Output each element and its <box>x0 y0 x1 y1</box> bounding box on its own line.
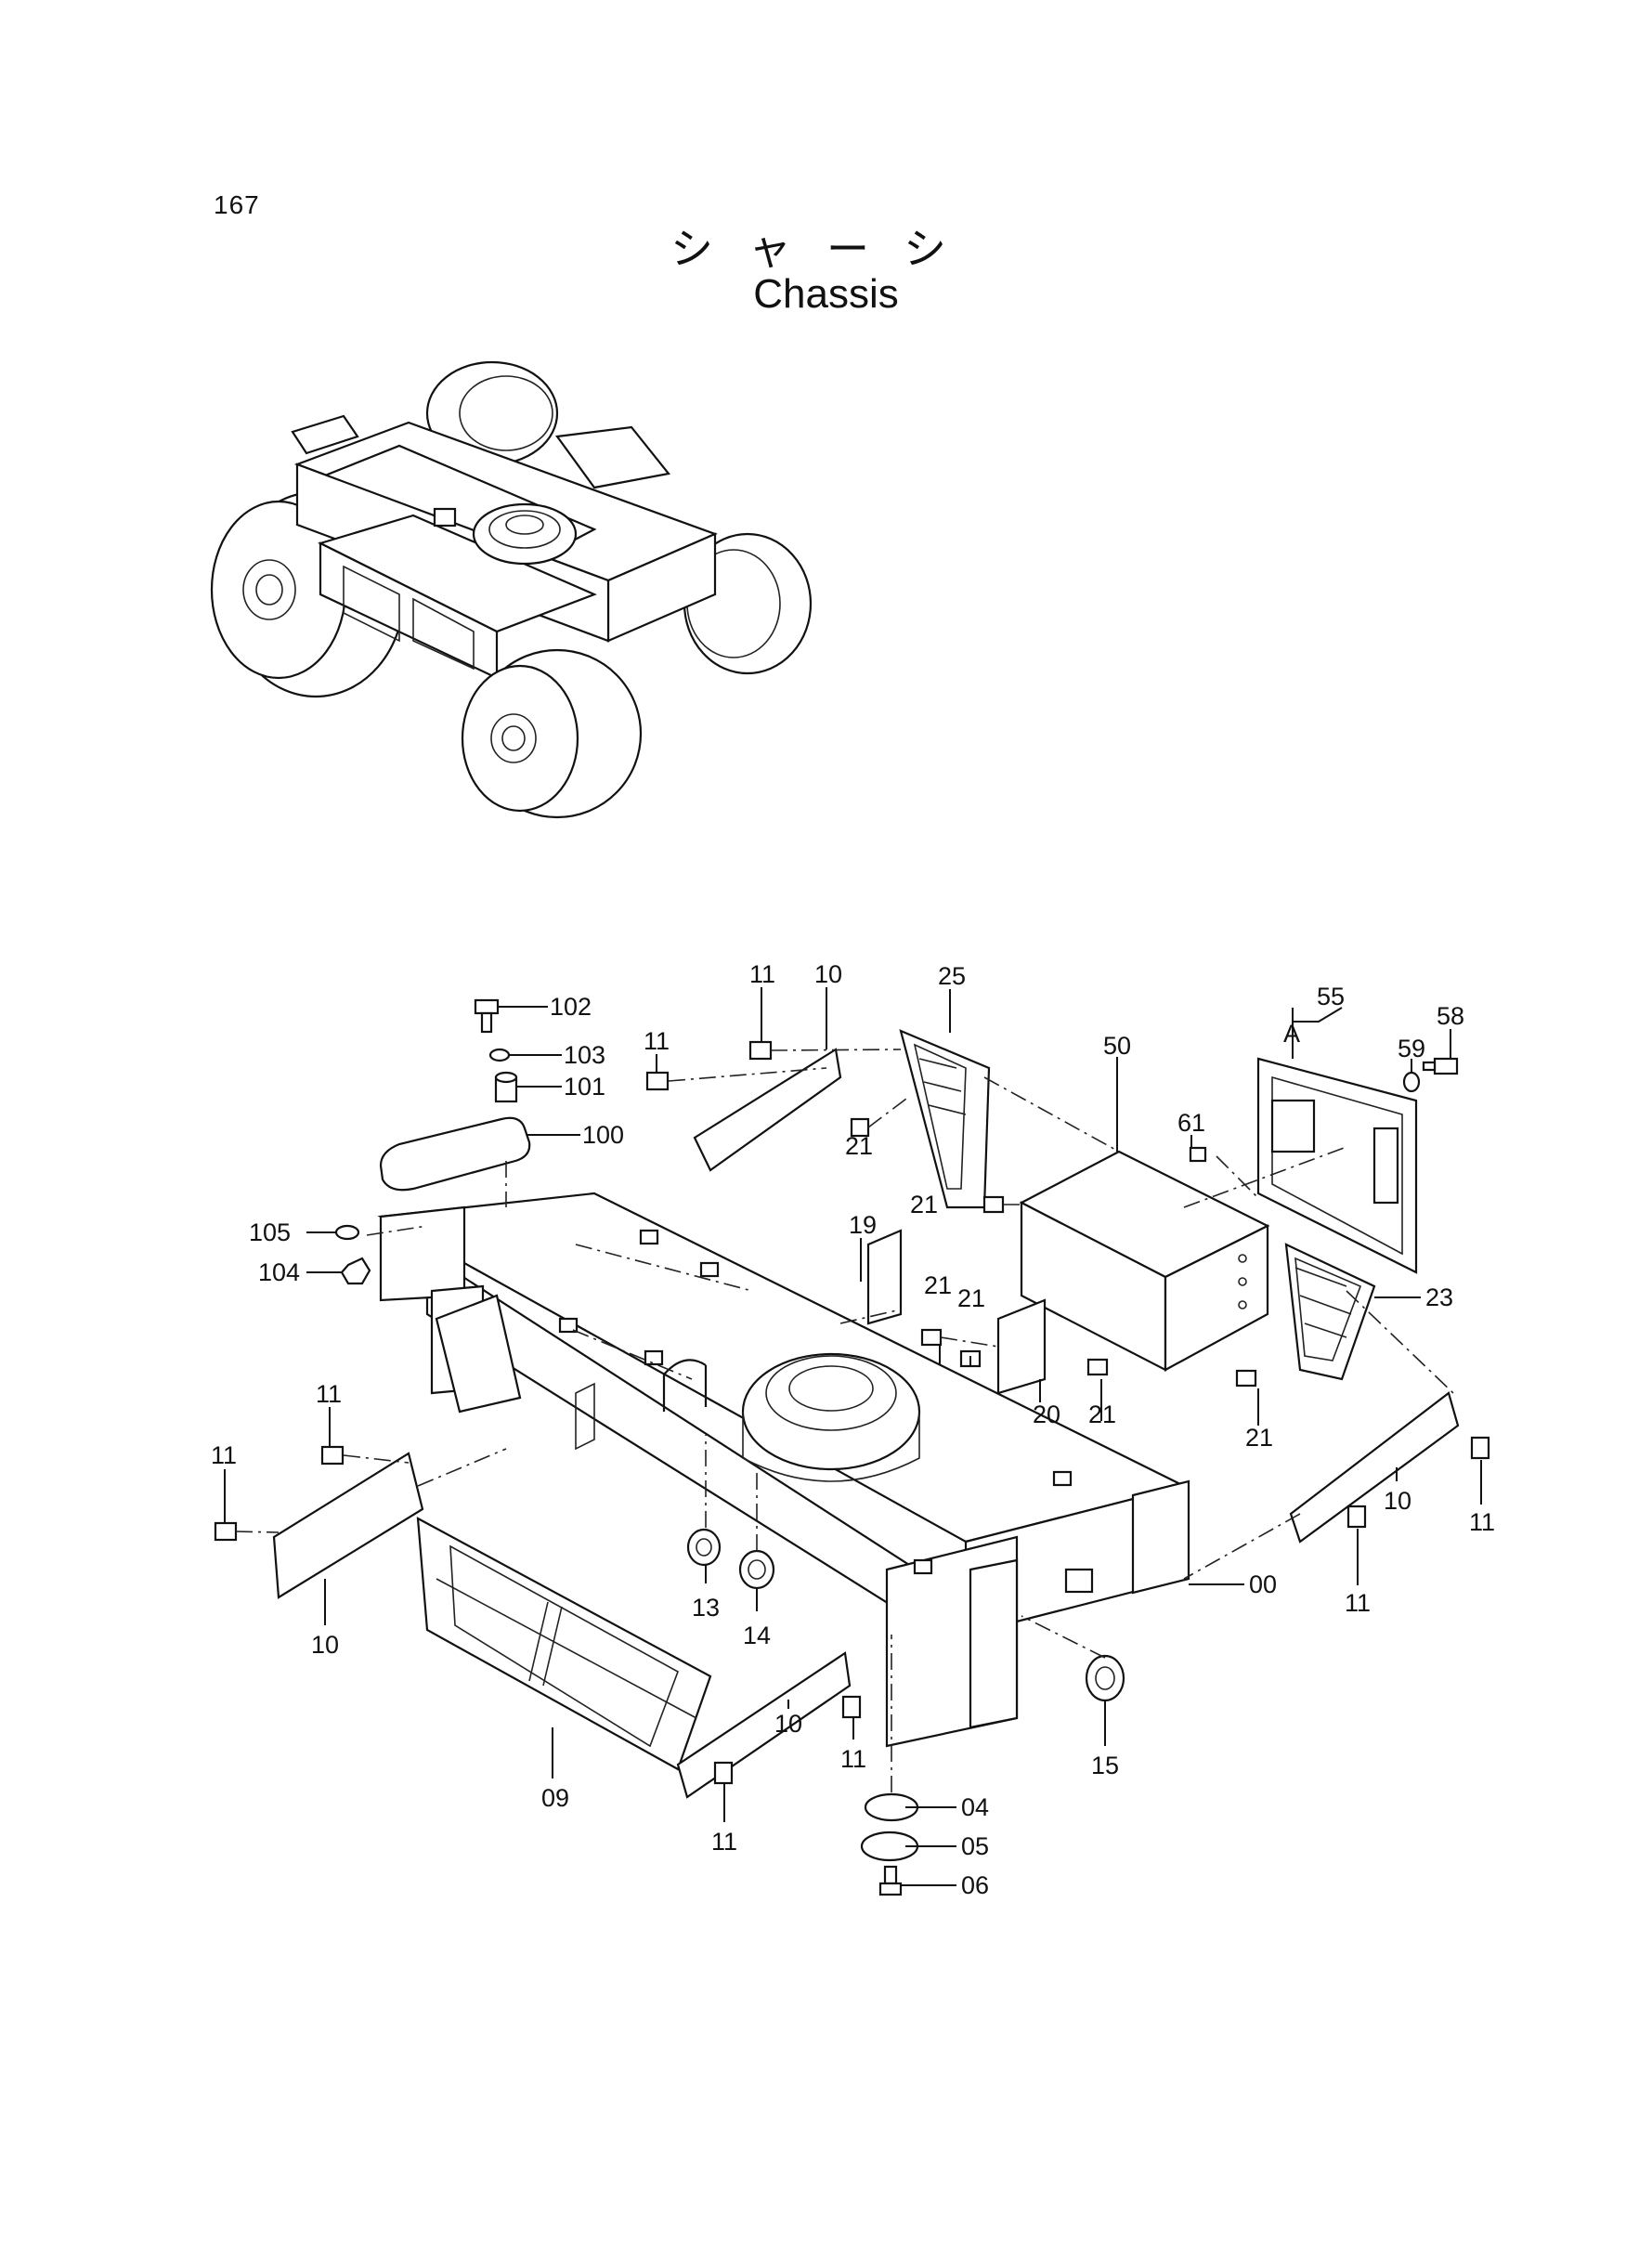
bracket-part-19 <box>866 1229 903 1325</box>
callout-21-d: 21 <box>957 1284 985 1312</box>
callout-11-right: 11 <box>1469 1508 1495 1536</box>
callout-00: 00 <box>1249 1570 1277 1598</box>
callout-11-right-lower: 11 <box>1345 1589 1371 1617</box>
callout-104: 104 <box>258 1258 300 1286</box>
plate-part-10-bottom <box>676 1651 852 1799</box>
washer-part-105 <box>334 1224 360 1241</box>
bolt-part-58 <box>1422 1057 1459 1075</box>
callout-06: 06 <box>961 1871 989 1899</box>
callout-14: 14 <box>743 1622 771 1649</box>
callout-11-bottom: 11 <box>711 1828 737 1856</box>
callout-11-top: 11 <box>749 960 775 988</box>
step-pad-part-100 <box>379 1116 531 1192</box>
spacer-part-101 <box>494 1071 518 1103</box>
plate-part-10-top <box>693 1048 842 1172</box>
callout-10-bottom: 10 <box>774 1710 802 1738</box>
bolt-part-06 <box>878 1865 903 1896</box>
callout-55: 55 <box>1317 983 1345 1010</box>
plate-part-10-right <box>1289 1391 1460 1544</box>
frame-body <box>291 414 718 680</box>
nut-part-104 <box>340 1257 371 1285</box>
callout-detail-a: A <box>1283 1020 1300 1048</box>
title-japanese: シャーシ <box>670 224 982 274</box>
callout-20: 20 <box>1033 1401 1060 1428</box>
plate-part-10-left <box>272 1452 424 1599</box>
bolts-part-11 <box>214 1040 1490 1785</box>
callout-100: 100 <box>582 1121 624 1149</box>
callout-10-left: 10 <box>311 1631 339 1659</box>
callout-10-top: 10 <box>814 960 842 988</box>
callout-105: 105 <box>249 1218 291 1246</box>
bracket-part-20 <box>996 1298 1047 1395</box>
callout-21-f: 21 <box>1245 1424 1273 1452</box>
washer-part-59 <box>1402 1071 1421 1093</box>
bolt-part-102 <box>474 998 500 1034</box>
callout-04: 04 <box>961 1793 989 1821</box>
step-part-25 <box>899 1029 991 1209</box>
chassis-overview-illustration <box>210 360 813 819</box>
callout-25: 25 <box>938 962 966 990</box>
callout-61: 61 <box>1177 1109 1205 1137</box>
callout-11-mid-left: 11 <box>316 1380 342 1408</box>
step-part-23 <box>1284 1243 1376 1381</box>
cover-part-55 <box>1256 1057 1418 1274</box>
callout-50: 50 <box>1103 1032 1131 1060</box>
page-number: 167 <box>214 190 260 219</box>
callout-21-b: 21 <box>910 1191 938 1218</box>
assembly-lines <box>235 1049 1454 1792</box>
leader-lines <box>224 987 1482 1886</box>
exploded-parts-diagram: 102 103 101 100 105 104 00 23 04 05 06 1… <box>211 960 1495 1899</box>
callout-21-c: 21 <box>924 1271 952 1299</box>
callout-09: 09 <box>541 1784 569 1812</box>
washer-part-103 <box>488 1048 511 1062</box>
callout-21-e: 21 <box>1088 1401 1116 1428</box>
chassis-frame-part-00 <box>377 1192 1190 1748</box>
callout-11-bottom-right: 11 <box>840 1745 866 1773</box>
callout-23: 23 <box>1425 1283 1453 1311</box>
callout-11-upper-left: 11 <box>644 1027 670 1055</box>
callout-05: 05 <box>961 1832 989 1860</box>
callout-13: 13 <box>692 1594 720 1622</box>
callout-21-a: 21 <box>845 1132 873 1160</box>
callout-11-far-left: 11 <box>211 1441 237 1469</box>
callout-103: 103 <box>564 1041 605 1069</box>
grommet-part-15 <box>1085 1654 1125 1702</box>
callout-59: 59 <box>1398 1035 1425 1062</box>
callout-15: 15 <box>1091 1752 1119 1779</box>
callout-19: 19 <box>849 1211 877 1239</box>
bolt-part-61 <box>1189 1146 1207 1163</box>
grommet-part-13 <box>686 1528 722 1567</box>
wheel-front-right <box>461 648 643 819</box>
battery-box-part-50 <box>1019 1150 1270 1372</box>
callout-58: 58 <box>1437 1002 1464 1030</box>
title-english: Chassis <box>753 271 899 317</box>
callout-101: 101 <box>564 1073 605 1101</box>
grommet-part-14 <box>738 1549 775 1590</box>
callout-102: 102 <box>550 993 592 1021</box>
step-frame-part-09 <box>416 1517 712 1771</box>
callout-10-right: 10 <box>1384 1487 1411 1515</box>
